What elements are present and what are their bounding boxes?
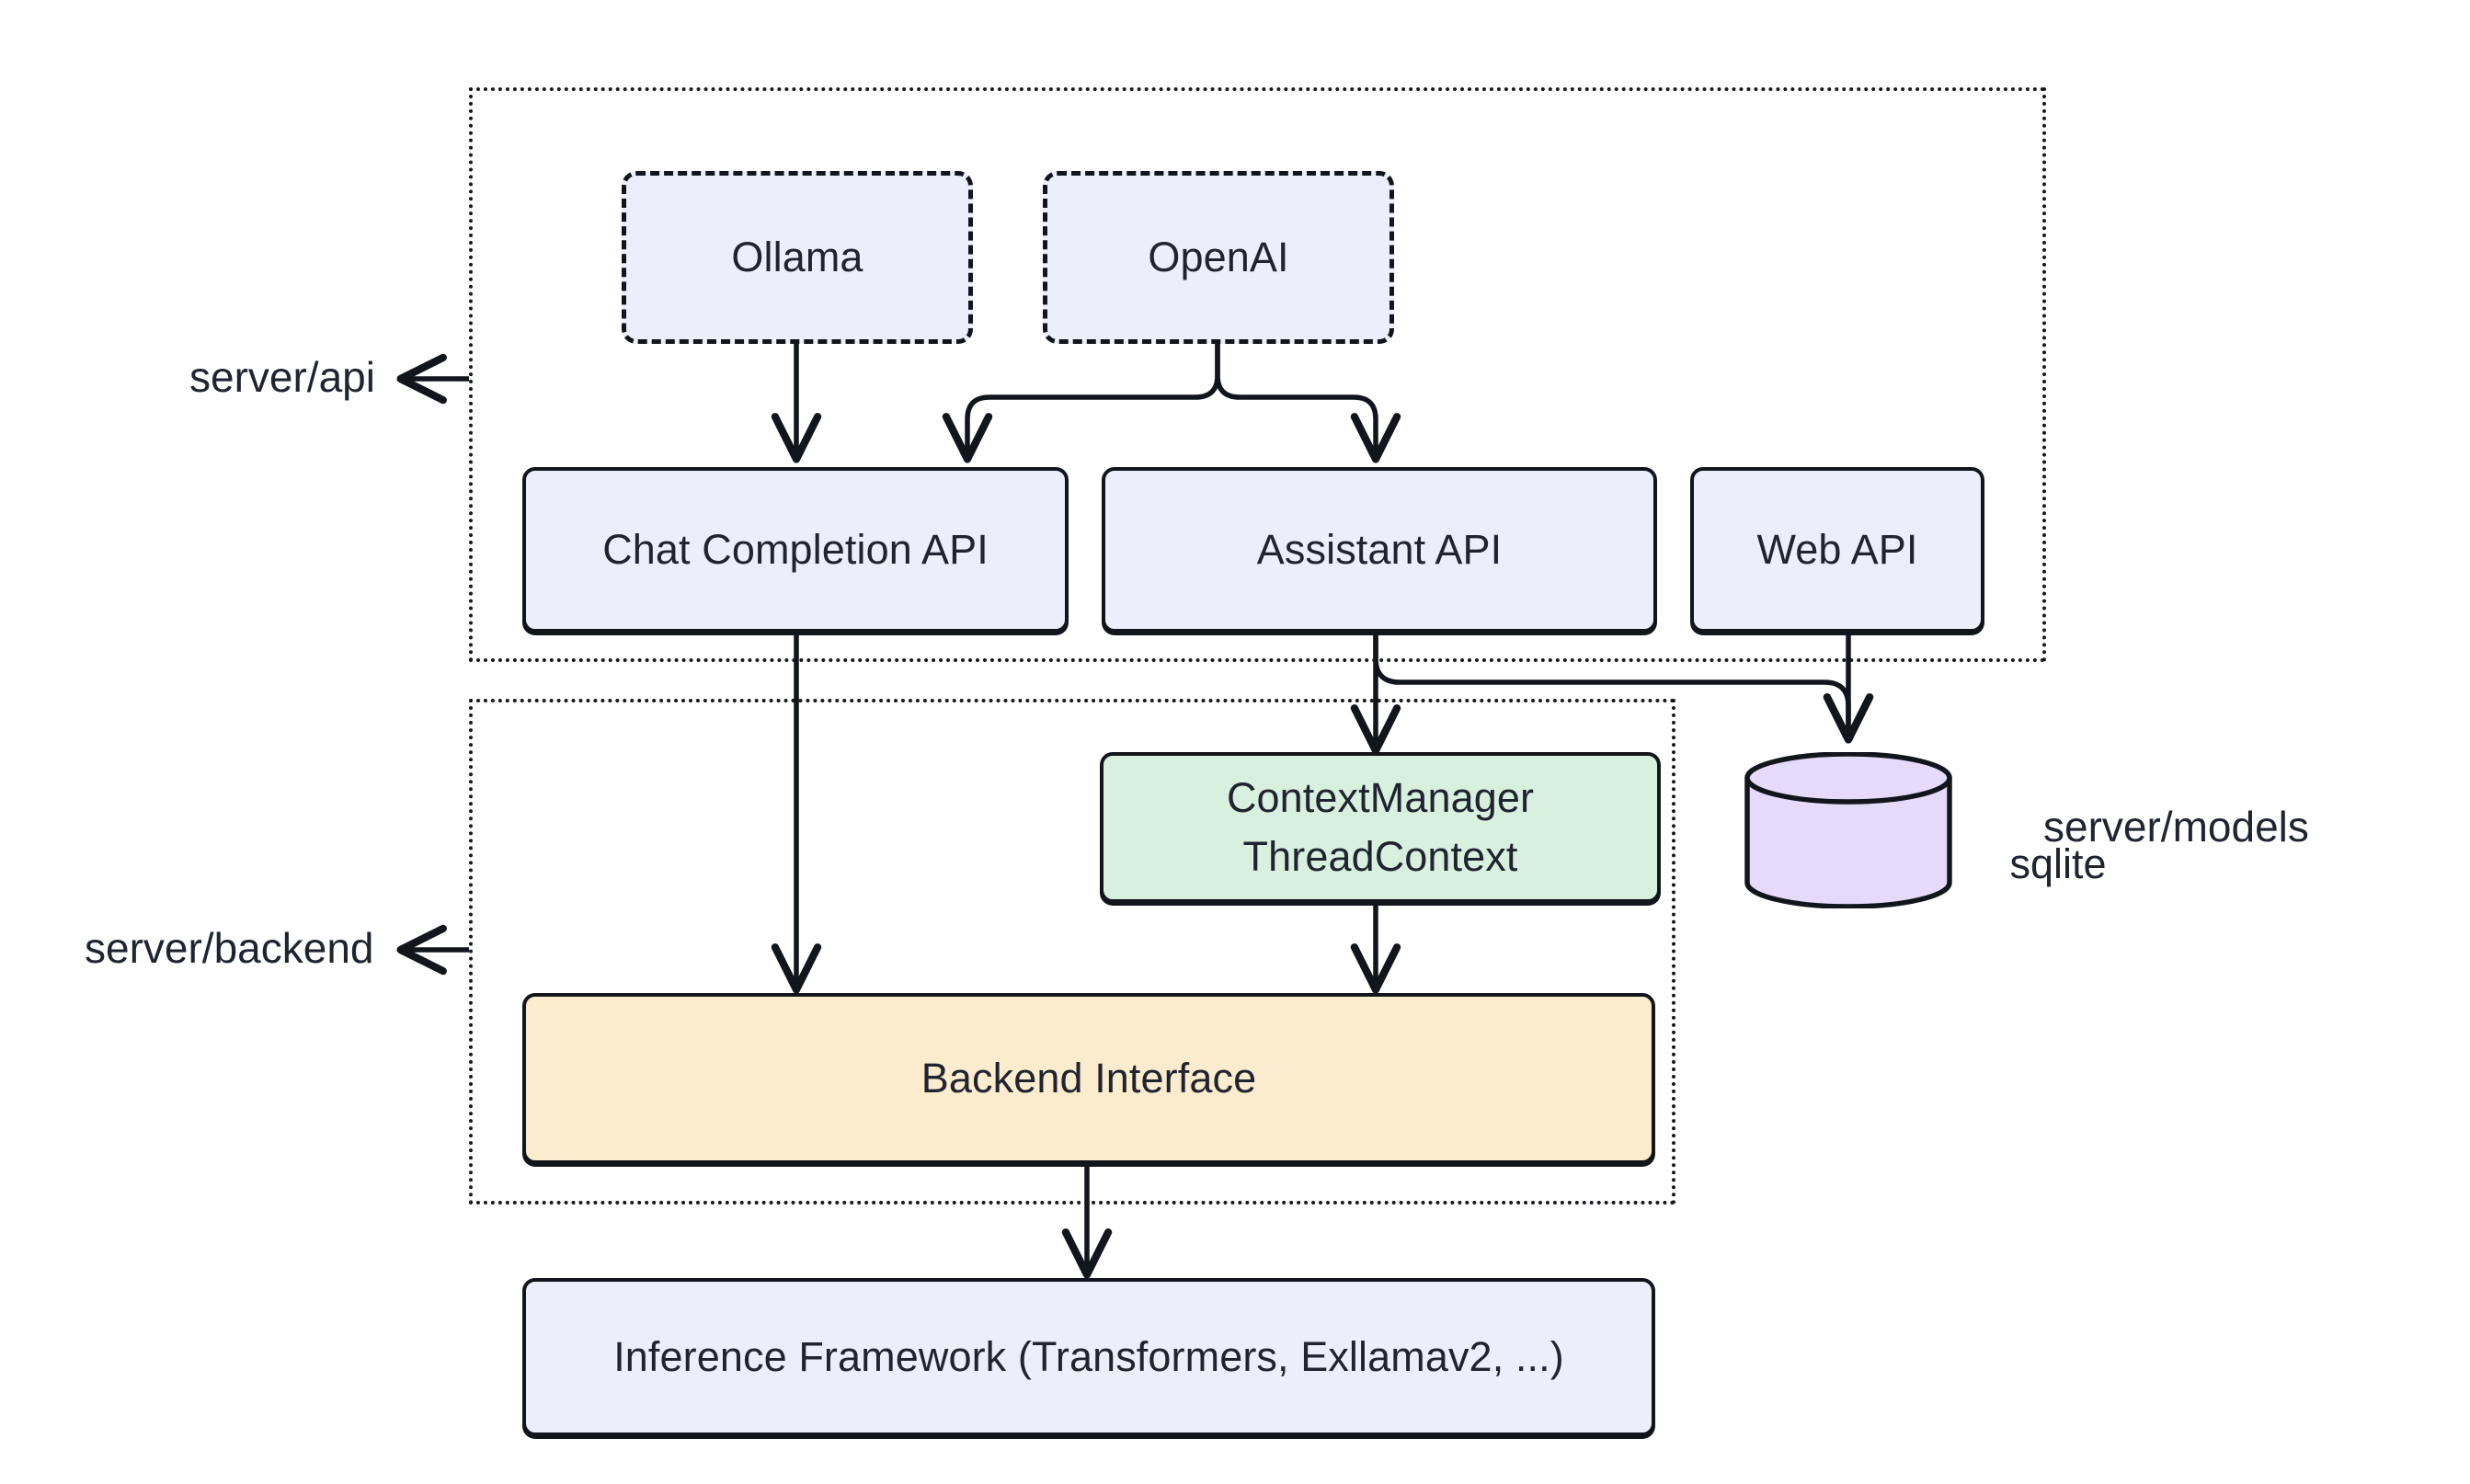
node-chat-completion-api[interactable]: Chat Completion API	[522, 467, 1069, 633]
sqlite-cylinder-shape	[1744, 751, 1952, 909]
node-web-api[interactable]: Web API	[1690, 467, 1984, 633]
node-context-manager[interactable]: ContextManager ThreadContext	[1100, 752, 1661, 903]
node-context-manager-label-line2: ThreadContext	[1242, 833, 1518, 880]
node-backend-interface-label: Backend Interface	[921, 1054, 1257, 1102]
group-server-api	[469, 87, 2046, 662]
node-assistant-api[interactable]: Assistant API	[1102, 467, 1657, 633]
group-server-backend	[469, 699, 1675, 1204]
node-openai[interactable]: OpenAI	[1043, 171, 1394, 344]
node-assistant-api-label: Assistant API	[1256, 525, 1503, 573]
caption-server-backend: server/backend	[85, 924, 374, 972]
node-inference-framework[interactable]: Inference Framework (Transformers, Exlla…	[522, 1278, 1655, 1436]
node-sqlite[interactable]: sqlite	[1744, 751, 2107, 909]
node-openai-label: OpenAI	[1148, 233, 1289, 280]
edge-openai-to-assistant	[1215, 344, 1401, 463]
node-backend-interface[interactable]: Backend Interface	[522, 993, 1655, 1164]
caption-server-api: server/api	[189, 353, 375, 401]
caption-server-models: server/models	[2043, 803, 2309, 850]
node-ollama-label: Ollama	[731, 233, 863, 280]
node-inference-framework-label: Inference Framework (Transformers, Exlla…	[613, 1332, 1564, 1380]
node-chat-completion-api-label: Chat Completion API	[602, 525, 989, 573]
node-web-api-label: Web API	[1756, 525, 1918, 573]
node-context-manager-label-line1: ContextManager	[1226, 774, 1535, 822]
node-ollama[interactable]: Ollama	[622, 171, 973, 344]
